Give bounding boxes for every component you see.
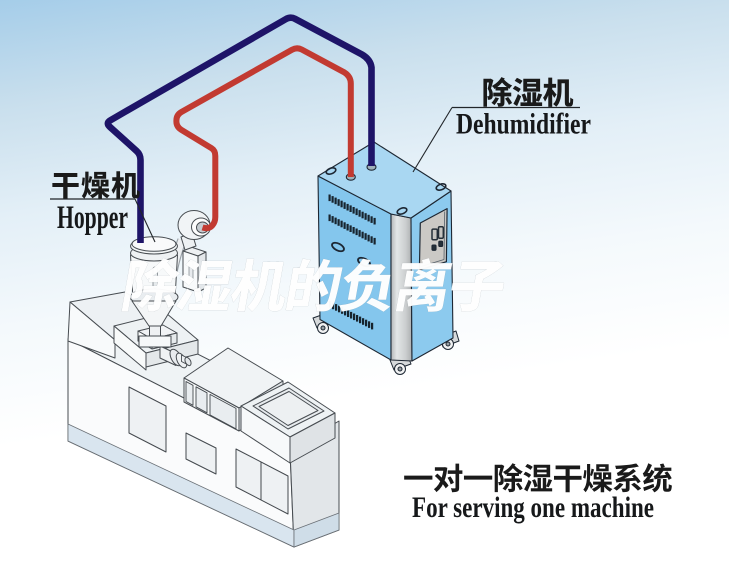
svg-text:For serving one machine: For serving one machine <box>412 491 654 524</box>
svg-text:Dehumidifier: Dehumidifier <box>456 108 591 141</box>
svg-text:Hopper: Hopper <box>57 200 128 236</box>
